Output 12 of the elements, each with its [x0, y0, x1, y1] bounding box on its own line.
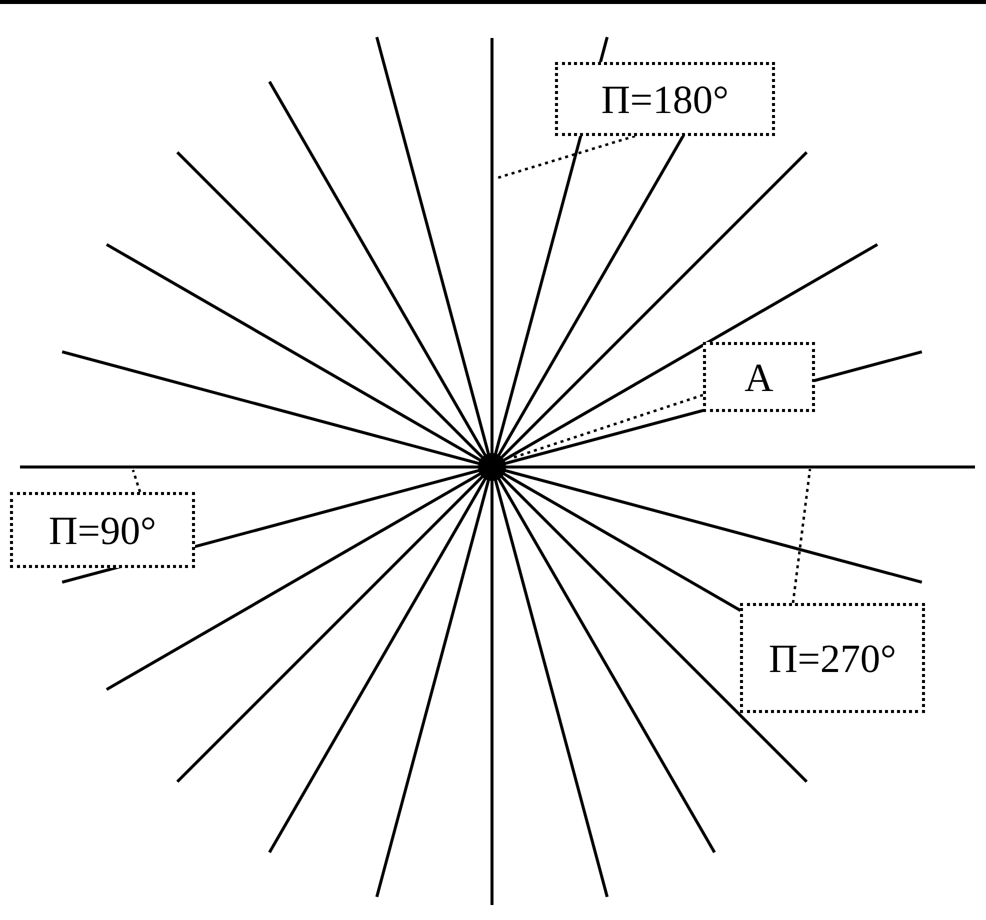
callout-box: [555, 62, 775, 136]
callout-box: [703, 342, 815, 412]
callout-label: A: [744, 354, 774, 400]
callout-box: [740, 603, 925, 713]
callout-label: П=270°: [768, 634, 896, 682]
callout-label: П=90°: [48, 506, 156, 554]
leader-line: [132, 470, 142, 492]
leader-line: [512, 394, 704, 460]
callout-label: П=180°: [601, 76, 729, 122]
leader-line: [496, 134, 636, 180]
callout-box: [10, 492, 195, 568]
leader-line: [792, 468, 812, 604]
